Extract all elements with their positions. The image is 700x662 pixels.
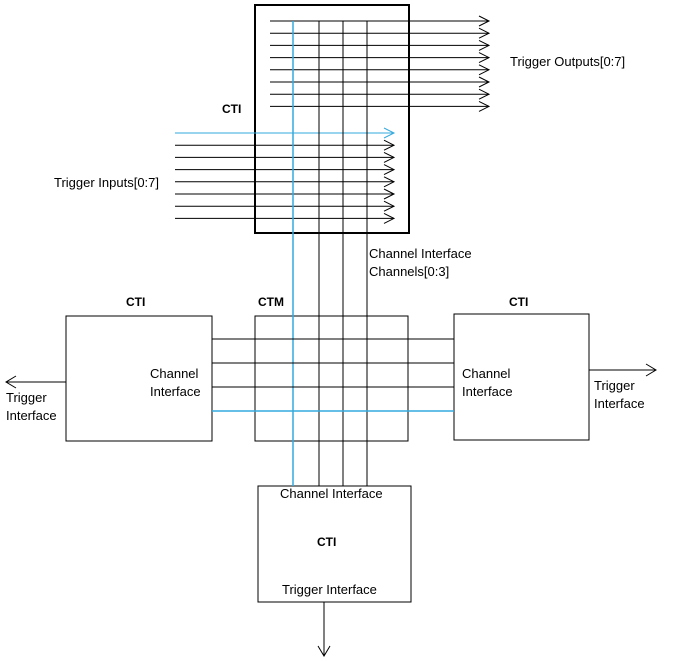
top-cti-title: CTI (222, 102, 241, 116)
ctm-box (254, 315, 409, 442)
right-trigger-interface-line2: Interface (594, 396, 645, 411)
top-cti-box (254, 4, 410, 234)
trigger-output-arrow-4 (270, 64, 491, 76)
trigger-input-arrow-0 (175, 127, 396, 139)
trigger-input-arrow-4 (175, 176, 396, 188)
trigger-input-arrow-4-head (383, 176, 396, 188)
trigger-output-arrow-4-head (478, 64, 491, 76)
right-cti-title: CTI (509, 295, 528, 309)
trigger-output-arrow-1 (270, 27, 491, 39)
trigger-output-lines (270, 15, 491, 112)
left-cti-channel-interface-line1: Channel (150, 366, 199, 381)
right-trigger-interface-line1: Trigger (594, 378, 635, 393)
right-cti-box (453, 313, 590, 441)
trigger-input-arrow-6-head (383, 200, 396, 212)
right-cti-channel-interface-line1: Channel (462, 366, 511, 381)
bottom-trigger-interface-arrow (317, 602, 331, 657)
trigger-output-arrow-2 (270, 39, 491, 51)
ctm-title: CTM (258, 295, 284, 309)
trigger-output-arrow-3-head (478, 52, 491, 64)
trigger-input-arrow-5 (175, 188, 396, 200)
bottom-cti-channel-interface: Channel Interface (280, 486, 383, 501)
trigger-outputs-label: Trigger Outputs[0:7] (510, 54, 625, 69)
trigger-input-arrow-5-head (383, 188, 396, 200)
trigger-input-lines (175, 127, 396, 224)
trigger-output-arrow-2-head (478, 39, 491, 51)
trigger-input-arrow-7 (175, 212, 396, 224)
trigger-output-arrow-7 (270, 100, 491, 112)
trigger-output-arrow-0 (270, 15, 491, 27)
channel-horizontal-lines (212, 338, 454, 412)
trigger-input-arrow-1 (175, 139, 396, 151)
right-cti-channel-interface-line2: Interface (462, 384, 513, 399)
trigger-input-arrow-2 (175, 151, 396, 163)
bottom-cti-title: CTI (317, 535, 336, 549)
right-trigger-interface-arrow (589, 363, 657, 377)
left-trigger-interface-arrow (5, 375, 66, 389)
bottom-cti-trigger-interface: Trigger Interface (282, 582, 377, 597)
left-trigger-interface-line2: Interface (6, 408, 57, 423)
trigger-output-arrow-7-head (478, 100, 491, 112)
trigger-input-arrow-6 (175, 200, 396, 212)
left-cti-box (65, 315, 213, 442)
trigger-output-arrow-5 (270, 76, 491, 88)
channel-interface-channels-label-line1: Channel Interface (369, 246, 472, 261)
trigger-output-arrow-1-head (478, 27, 491, 39)
trigger-output-arrow-0-head (478, 15, 491, 27)
left-cti-title: CTI (126, 295, 145, 309)
trigger-input-arrow-7-head (383, 212, 396, 224)
trigger-input-arrow-2-head (383, 151, 396, 163)
trigger-inputs-label: Trigger Inputs[0:7] (54, 175, 159, 190)
trigger-output-arrow-3 (270, 52, 491, 64)
left-trigger-interface-line1: Trigger (6, 390, 47, 405)
trigger-output-arrow-6-head (478, 88, 491, 100)
left-cti-channel-interface-line2: Interface (150, 384, 201, 399)
channel-interface-channels-label-line2: Channels[0:3] (369, 264, 449, 279)
channel-vertical-lines (292, 21, 368, 486)
trigger-output-arrow-5-head (478, 76, 491, 88)
trigger-input-arrow-0-head (383, 127, 396, 139)
trigger-output-arrow-6 (270, 88, 491, 100)
trigger-input-arrow-3 (175, 164, 396, 176)
trigger-input-arrow-3-head (383, 164, 396, 176)
trigger-input-arrow-1-head (383, 139, 396, 151)
bottom-cti-box (257, 485, 412, 603)
